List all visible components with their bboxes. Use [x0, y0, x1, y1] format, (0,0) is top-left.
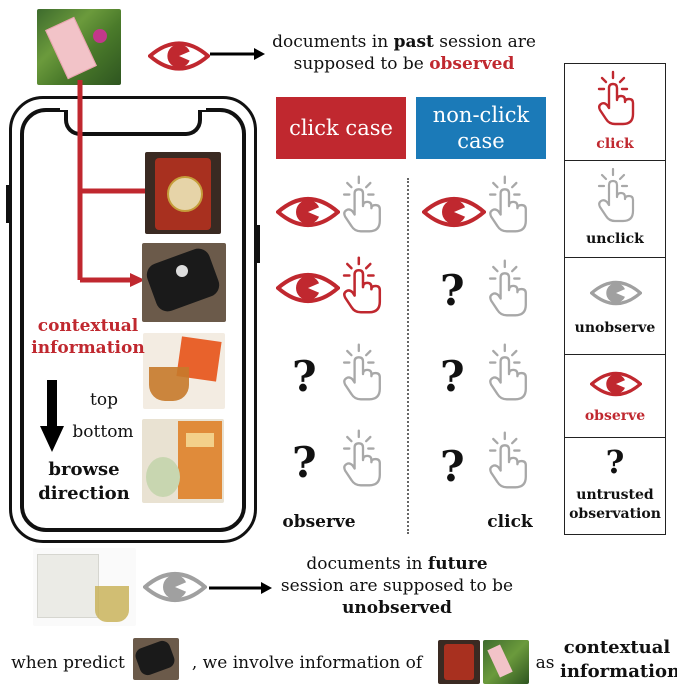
contextual-information-label: contextual information [31, 316, 145, 358]
hand-gray-icon [488, 174, 530, 234]
photo-tea-tin-cup [33, 548, 136, 626]
non-click-case-header: non-click case [416, 97, 546, 159]
photo-red-tin [145, 152, 221, 234]
browse-direction-label: browse direction [38, 459, 130, 504]
click-column-label: click [487, 512, 533, 532]
photo-tea-bag-flowers-small [483, 640, 529, 684]
eye-red-icon [148, 38, 210, 74]
question-icon: ? [292, 438, 317, 487]
hand-red-icon [597, 70, 637, 126]
question-icon: ? [440, 266, 465, 315]
eye-gray-icon [590, 278, 642, 308]
footer-contextual-information: contextual information [560, 637, 677, 682]
eye-red-icon [276, 194, 340, 230]
arrow-right-icon [210, 48, 265, 60]
question-icon: ? [440, 442, 465, 491]
footer-involve: , we involve information of [191, 653, 423, 673]
click-case-header: click case [276, 97, 406, 159]
hand-gray-icon [488, 430, 530, 490]
top-caption: documents in past session are supposed t… [272, 32, 536, 74]
legend-unclick: unclick [564, 160, 666, 258]
phone-side-button [256, 225, 260, 263]
hand-gray-icon [488, 258, 530, 318]
photo-tea-bag-flowers [37, 9, 121, 85]
question-icon: ? [605, 443, 625, 481]
hand-gray-icon [597, 167, 637, 223]
browse-arrow-icon [40, 380, 64, 452]
context-arrows [77, 80, 145, 287]
bottom-label: bottom [72, 422, 134, 442]
hand-gray-icon [342, 428, 384, 488]
question-icon: ? [292, 352, 317, 401]
eye-red-icon [276, 270, 340, 306]
case-divider [407, 178, 409, 534]
legend-click: click [564, 63, 666, 161]
photo-red-tin-small [438, 640, 480, 684]
hand-gray-icon [488, 342, 530, 402]
hand-red-icon [342, 255, 384, 315]
legend-untrusted: ? untrusted observation [564, 437, 666, 535]
arrow-right-icon [209, 582, 272, 594]
eye-red-icon [422, 194, 486, 230]
photo-black-tea-bag [142, 243, 226, 322]
photo-tea-cup [143, 333, 225, 409]
footer-as: as [535, 653, 555, 673]
footer-when-predict: when predict [11, 653, 125, 673]
legend-unobserve: unobserve [564, 257, 666, 355]
hand-gray-icon [342, 174, 384, 234]
photo-black-tea-bag-small [133, 638, 179, 680]
phone-side-button [6, 185, 10, 223]
legend-observe: observe [564, 354, 666, 438]
bottom-caption: documents in future session are supposed… [280, 554, 514, 618]
phone-notch [64, 106, 202, 136]
question-icon: ? [440, 352, 465, 401]
top-label: top [90, 390, 118, 410]
photo-chali-box [142, 419, 224, 503]
eye-gray-icon [143, 569, 207, 605]
eye-red-icon [590, 369, 642, 399]
observe-column-label: observe [282, 512, 356, 532]
hand-gray-icon [342, 342, 384, 402]
